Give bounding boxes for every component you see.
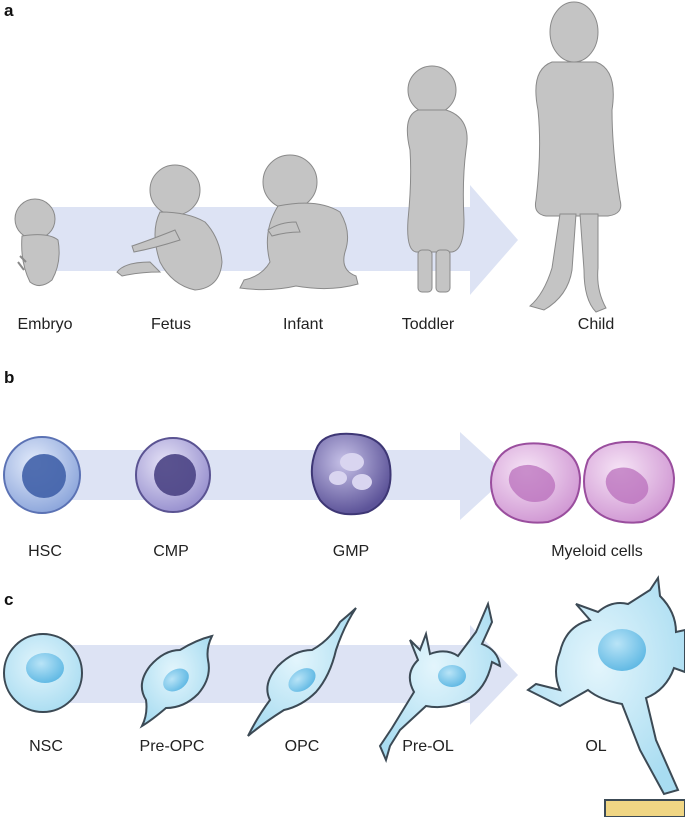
hsc-cell-icon [3, 436, 81, 514]
stage-label-child: Child [578, 316, 614, 333]
progression-arrow [40, 432, 508, 520]
panel-label: a [4, 1, 14, 20]
panel-a: a [4, 1, 622, 333]
panel-label: b [4, 368, 14, 387]
stage-label-ol: OL [585, 738, 606, 755]
stage-label-infant: Infant [283, 316, 324, 333]
pre-opc-cell-icon [139, 634, 214, 729]
stage-label-fetus: Fetus [151, 316, 191, 333]
panel-label: c [4, 590, 13, 609]
myeloid-cell-icon [490, 440, 676, 524]
fetus-icon [116, 164, 223, 291]
panel-c: c NSC Pre-OPC OPC Pre-OL OL [3, 575, 685, 817]
stage-label-gmp: GMP [333, 543, 369, 560]
pre-ol-cell-icon [378, 600, 502, 763]
child-icon [528, 1, 622, 313]
infant-icon [239, 154, 359, 291]
embryo-icon [14, 198, 60, 286]
panel-b: b HSC CMP GMP Myeloid cells [3, 368, 676, 560]
nsc-cell-icon [3, 633, 83, 713]
stage-label-myeloid-cells: Myeloid cells [551, 543, 643, 560]
cmp-cell-icon [135, 437, 211, 513]
ol-cell-icon [526, 575, 685, 817]
gmp-cell-icon [310, 432, 392, 516]
stage-label-opc: OPC [285, 738, 320, 755]
opc-cell-icon [247, 607, 357, 737]
toddler-icon [406, 65, 468, 293]
stage-label-pre-ol: Pre-OL [402, 738, 454, 755]
stage-label-cmp: CMP [153, 543, 189, 560]
stage-label-nsc: NSC [29, 738, 63, 755]
stage-label-toddler: Toddler [402, 316, 455, 333]
stage-label-pre-opc: Pre-OPC [140, 738, 205, 755]
stage-label-embryo: Embryo [17, 316, 72, 333]
stage-label-hsc: HSC [28, 543, 62, 560]
